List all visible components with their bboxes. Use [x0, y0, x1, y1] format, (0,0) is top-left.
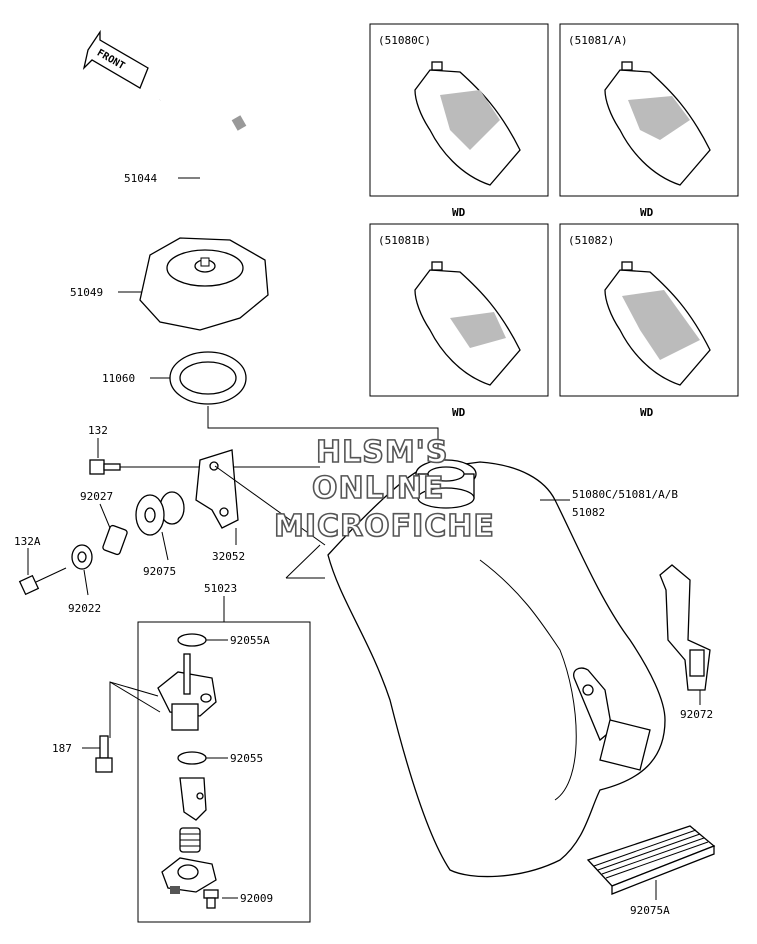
hose-part: [157, 49, 301, 201]
variant-box-51081a: (51081/A) WD: [559, 23, 739, 219]
grommet-part: [135, 491, 185, 536]
variant-box-51082: (51082) WD: [559, 223, 739, 419]
label-92022: 92022: [68, 602, 101, 615]
variant-code: (51081B): [378, 234, 431, 247]
o-ring-part: [177, 751, 207, 765]
variant-note: WD: [452, 206, 466, 219]
variant-code: (51081/A): [568, 34, 628, 47]
label-92075: 92075: [143, 565, 176, 578]
label-92027: 92027: [80, 490, 113, 503]
screw-187-part: [95, 735, 113, 773]
watermark-line-2: ONLINE: [312, 471, 445, 506]
screw-92009-part: [203, 889, 219, 909]
watermark: HLSM'S ONLINE MICROFICHE: [273, 434, 495, 545]
washer-part: [71, 544, 93, 570]
collar-part: [102, 524, 128, 556]
label-tank-variants: 51080C/51081/A/B: [572, 488, 678, 501]
fuel-tank-part: [327, 459, 666, 878]
bolt-132-part: [89, 459, 121, 475]
label-51044: 51044: [124, 172, 157, 185]
label-11060: 11060: [102, 372, 135, 385]
watermark-line-1: HLSM'S: [316, 435, 448, 470]
strap-part: [659, 564, 711, 691]
bracket-part: [195, 449, 239, 529]
label-tank-51082: 51082: [572, 506, 605, 519]
label-132A: 132A: [14, 535, 41, 548]
variant-code: (51082): [568, 234, 614, 247]
variant-note: WD: [452, 406, 466, 419]
label-51023: 51023: [204, 582, 237, 595]
lever-plate-part: [161, 857, 217, 894]
label-92055A: 92055A: [230, 634, 270, 647]
variant-code: (51080C): [378, 34, 431, 47]
gasket-part: [169, 351, 247, 405]
valve-part: [179, 777, 207, 821]
label-92075A: 92075A: [630, 904, 670, 917]
variant-note: WD: [640, 206, 654, 219]
watermark-line-3: MICROFICHE: [274, 509, 495, 544]
petcock-body-part: [157, 653, 217, 731]
variant-box-51080c: (51080C) WD: [369, 23, 549, 219]
label-92072: 92072: [680, 708, 713, 721]
label-32052: 32052: [212, 550, 245, 563]
variant-box-51081b: (51081B) WD: [369, 223, 549, 419]
label-187: 187: [52, 742, 72, 755]
spring-part: [179, 827, 201, 853]
fuel-cap-part: [139, 237, 269, 331]
o-ring-a-part: [177, 633, 207, 647]
bolt-132a-part: [18, 567, 67, 596]
front-arrow-icon: FRONT: [82, 29, 149, 89]
label-92055: 92055: [230, 752, 263, 765]
label-132: 132: [88, 424, 108, 437]
variant-note: WD: [640, 406, 654, 419]
pad-part: [586, 825, 716, 895]
label-51049: 51049: [70, 286, 103, 299]
label-92009: 92009: [240, 892, 273, 905]
